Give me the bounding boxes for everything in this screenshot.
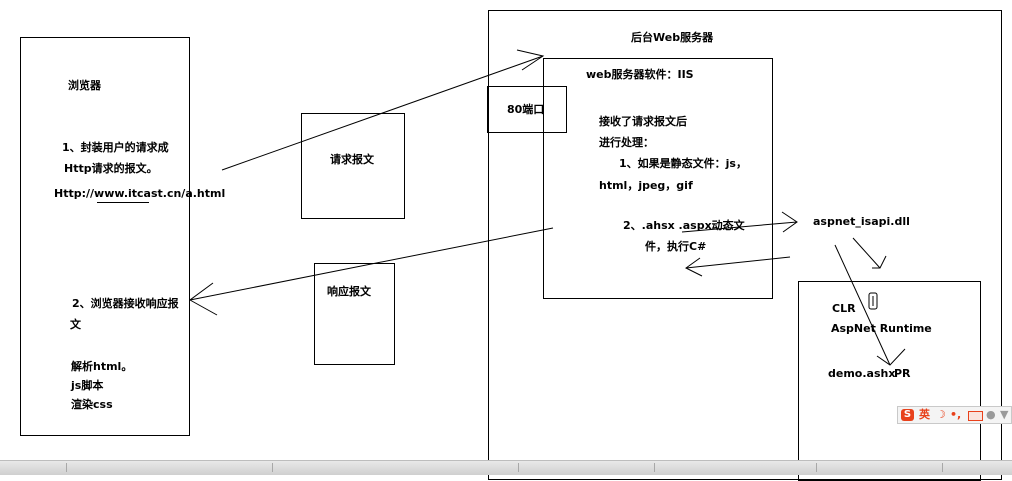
software-title: web服务器软件：IIS bbox=[586, 68, 694, 81]
dynamic-line2: 件，执行C# bbox=[645, 240, 707, 253]
clr-arrow-head bbox=[872, 255, 887, 269]
isapi-arrow-line bbox=[681, 221, 798, 233]
browser-step2-line1: 2、浏览器接收响应报 bbox=[72, 297, 179, 310]
request-label: 请求报文 bbox=[330, 153, 374, 166]
server-title: 后台Web服务器 bbox=[631, 31, 714, 44]
moon-icon[interactable]: ☽ bbox=[936, 408, 946, 421]
browser-url: Http://www.itcast.cn/a.html bbox=[54, 187, 226, 200]
port-label: 80端口 bbox=[507, 103, 545, 116]
request-arrow-head bbox=[516, 49, 545, 71]
isapi-arrow-head bbox=[781, 211, 798, 233]
browser-step2-line2: 文 bbox=[70, 318, 81, 331]
static-line1: 1、如果是静态文件：js， bbox=[619, 157, 747, 170]
ime-lang-toggle[interactable]: 英 bbox=[919, 408, 930, 421]
response-label: 响应报文 bbox=[327, 285, 371, 298]
runtime-marker bbox=[868, 292, 878, 310]
demo-arrow-head bbox=[876, 348, 906, 366]
clr-runtime: AspNet Runtime bbox=[831, 322, 932, 335]
ime-punct-toggle[interactable]: •, bbox=[950, 408, 962, 421]
sogou-s-icon[interactable]: S bbox=[901, 409, 914, 421]
clr-title: CLR bbox=[832, 302, 856, 315]
browser-title: 浏览器 bbox=[68, 79, 101, 92]
browser-parse-line2: js脚本 bbox=[71, 379, 104, 392]
software-line2: 进行处理： bbox=[599, 136, 654, 149]
server-software-box bbox=[543, 58, 773, 299]
clr-demo: demo.ashx bbox=[828, 367, 896, 380]
browser-parse-line1: 解析html。 bbox=[71, 360, 133, 373]
clr-arrow-line bbox=[852, 237, 881, 269]
static-line2: html，jpeg，gif bbox=[599, 179, 693, 192]
port-box bbox=[487, 86, 567, 133]
ime-toolbar[interactable]: S 英 ☽ •, ● ▼ bbox=[897, 406, 1012, 424]
response-arrow-line bbox=[189, 227, 554, 301]
clr-pr: PR bbox=[894, 367, 911, 380]
browser-step1-line2: Http请求的报文。 bbox=[64, 162, 158, 175]
browser-box bbox=[20, 37, 190, 436]
demo-arrow-line bbox=[834, 244, 891, 366]
response-arrow-head bbox=[189, 282, 218, 316]
taskbar bbox=[0, 460, 1012, 475]
browser-parse-line3: 渲染css bbox=[71, 398, 113, 411]
user-icon[interactable]: ● bbox=[986, 408, 996, 421]
keyboard-icon[interactable] bbox=[968, 411, 983, 421]
browser-step1-line1: 1、封装用户的请求成 bbox=[62, 141, 169, 154]
isapi-label: aspnet_isapi.dll bbox=[813, 215, 910, 228]
skin-icon[interactable]: ▼ bbox=[1000, 408, 1009, 421]
request-box bbox=[301, 113, 405, 219]
clr-box bbox=[798, 281, 981, 481]
software-line1: 接收了请求报文后 bbox=[599, 115, 687, 128]
isapi-return-head bbox=[685, 257, 703, 277]
response-box bbox=[314, 263, 395, 365]
url-underline bbox=[97, 202, 149, 203]
dynamic-line1: 2、.ahsx .aspx动态文 bbox=[623, 219, 745, 232]
